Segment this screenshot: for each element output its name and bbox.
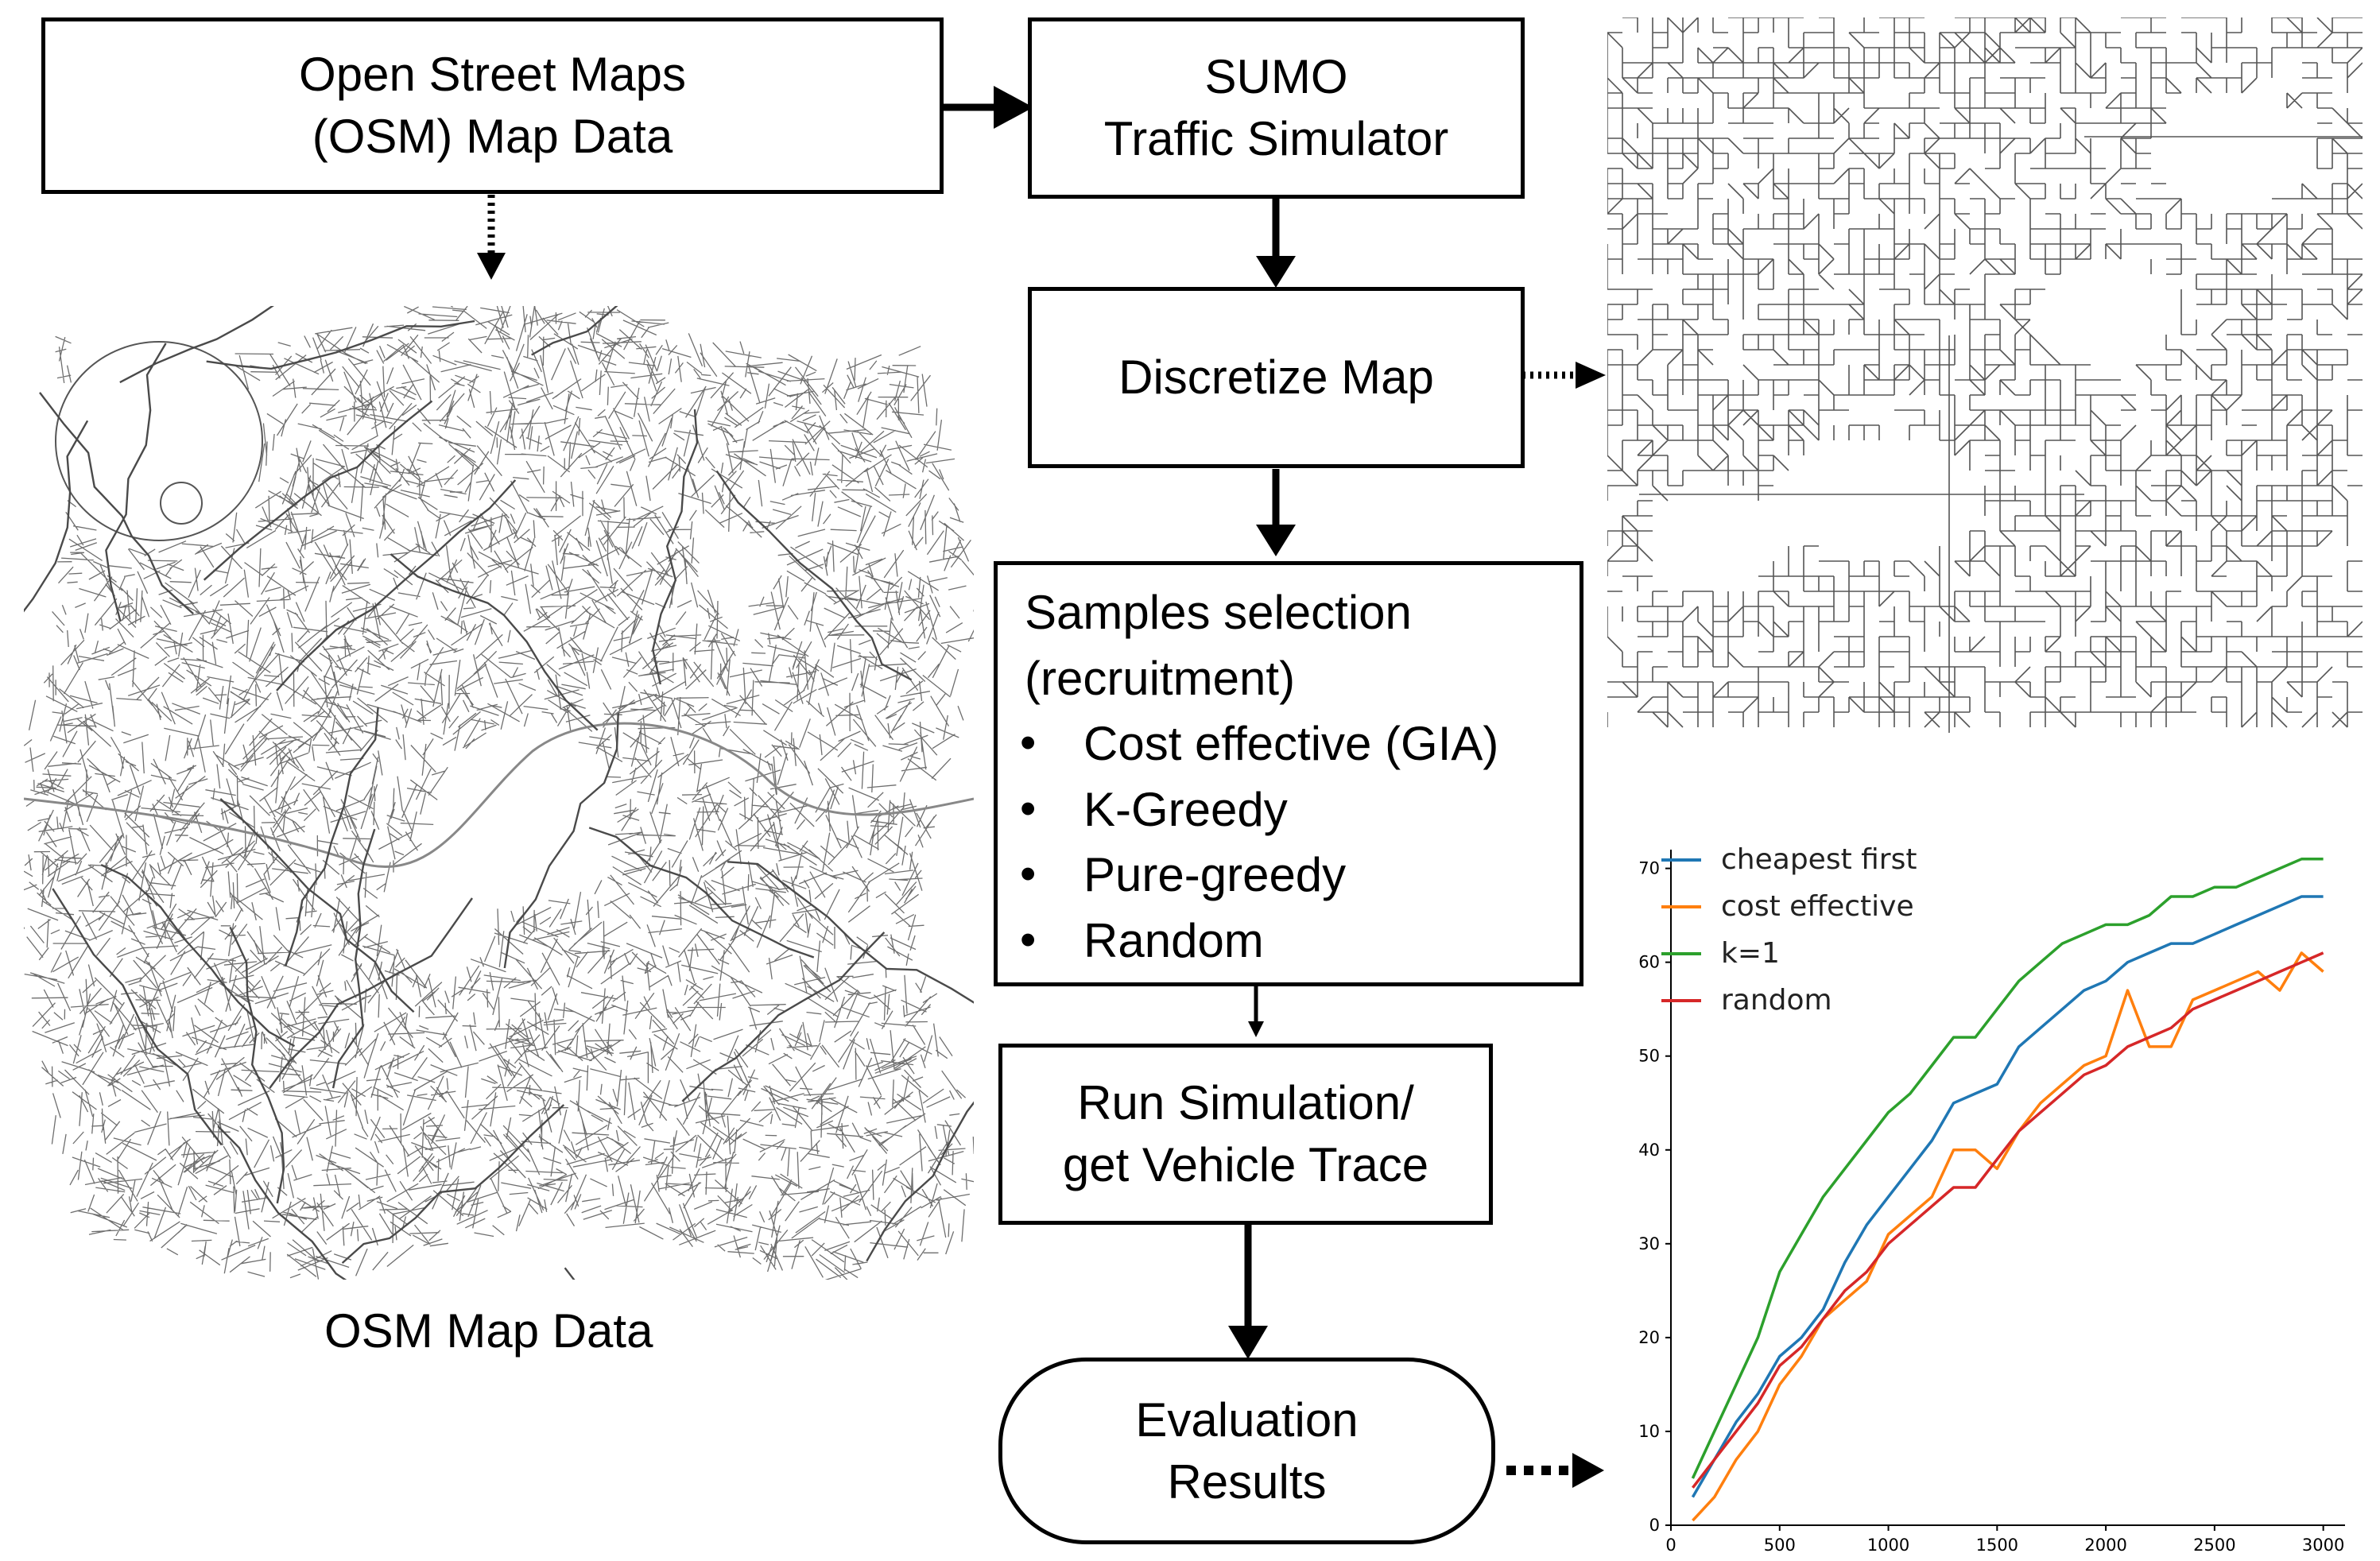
y-tick-label: 10 (1638, 1422, 1660, 1441)
arrowhead-simulation-to-evaluation (1228, 1326, 1268, 1359)
arrowhead-discretize-to-grid (1576, 362, 1606, 389)
y-tick-label: 70 (1638, 859, 1660, 878)
osm-source-box: Open Street Maps (OSM) Map Data (41, 17, 944, 194)
grid-edges (1607, 17, 2363, 728)
x-tick-label: 1500 (1976, 1536, 2018, 1555)
osm-map-caption: OSM Map Data (324, 1304, 653, 1358)
y-tick-label: 20 (1638, 1328, 1660, 1347)
results-chart: 0 10 20 30 40 50 60 70 0 500 1000 1500 2000 2500 3000 c… (1638, 843, 2345, 1555)
arrowhead-osm-to-map-image (477, 253, 506, 280)
osm-streets (24, 306, 974, 1280)
y-tick-label: 60 (1638, 953, 1660, 972)
samples-selection-box: Samples selection (recruitment) • Cost e… (994, 561, 1583, 986)
discretize-box: Discretize Map (1028, 287, 1525, 468)
sumo-line-2: Traffic Simulator (1103, 112, 1449, 165)
bullet-3: • (1020, 848, 1037, 900)
osm-major-roads (24, 306, 974, 1280)
osm-map-image (24, 306, 974, 1280)
x-tick-label: 2000 (2084, 1536, 2126, 1555)
arrowhead-discretize-to-samples (1256, 525, 1296, 556)
bullet-2: • (1020, 783, 1037, 835)
grid-long-edges (1639, 136, 2363, 733)
osm-source-line-2: (OSM) Map Data (312, 110, 673, 163)
series-line-cost-effective (1692, 951, 2324, 1522)
bullet-4: • (1020, 914, 1037, 966)
river-outline (24, 722, 974, 868)
legend-label: cost effective (1721, 890, 1914, 923)
osm-source-line-1: Open Street Maps (299, 48, 686, 101)
legend-label: random (1721, 984, 1832, 1017)
x-tick-label: 500 (1764, 1536, 1796, 1555)
grid-map-image (1607, 17, 2363, 733)
arrowhead-samples-to-simulation (1248, 1021, 1264, 1037)
y-tick-label: 50 (1638, 1047, 1660, 1066)
evaluation-line-2: Results (1167, 1454, 1327, 1509)
y-tick-label: 0 (1649, 1516, 1660, 1535)
discretize-line-1: Discretize Map (1118, 351, 1434, 404)
bullet-1: • (1020, 717, 1037, 769)
sumo-box: SUMO Traffic Simulator (1028, 17, 1525, 199)
samples-item-k-greedy: K-Greedy (1083, 783, 1288, 836)
series-line-random (1692, 951, 2324, 1489)
legend-label: cheapest first (1721, 843, 1917, 876)
park-outline (55, 341, 263, 541)
samples-item-cost-effective: Cost effective (GIA) (1083, 717, 1499, 770)
samples-item-pure-greedy: Pure-greedy (1083, 848, 1347, 901)
simulation-line-2: get Vehicle Trace (1062, 1138, 1429, 1191)
arrowhead-sumo-to-discretize (1256, 256, 1296, 288)
x-tick-label: 0 (1665, 1536, 1676, 1555)
x-tick-label: 3000 (2302, 1536, 2344, 1555)
simulation-box: Run Simulation/ get Vehicle Trace (998, 1044, 1493, 1225)
y-tick-label: 30 (1638, 1234, 1660, 1253)
simulation-line-1: Run Simulation/ (1077, 1076, 1414, 1129)
samples-heading-line-1: Samples selection (1025, 586, 1412, 639)
evaluation-line-1: Evaluation (1135, 1393, 1359, 1447)
x-tick-label: 2500 (2193, 1536, 2235, 1555)
series-line-k-1 (1691, 858, 2324, 1479)
x-tick-label: 1000 (1867, 1536, 1909, 1555)
evaluation-results-node: Evaluation Results (998, 1358, 1495, 1544)
samples-item-random: Random (1083, 914, 1264, 967)
sumo-line-1: SUMO (1204, 50, 1348, 103)
series-line-cheapest-first (1691, 895, 2324, 1498)
samples-heading-line-2: (recruitment) (1025, 652, 1296, 705)
arrowhead-evaluation-to-chart (1572, 1453, 1604, 1488)
park-circle (160, 482, 203, 525)
legend-label: k=1 (1721, 937, 1780, 970)
arrowhead-osm-to-sumo (994, 86, 1033, 129)
y-tick-label: 40 (1638, 1141, 1660, 1160)
